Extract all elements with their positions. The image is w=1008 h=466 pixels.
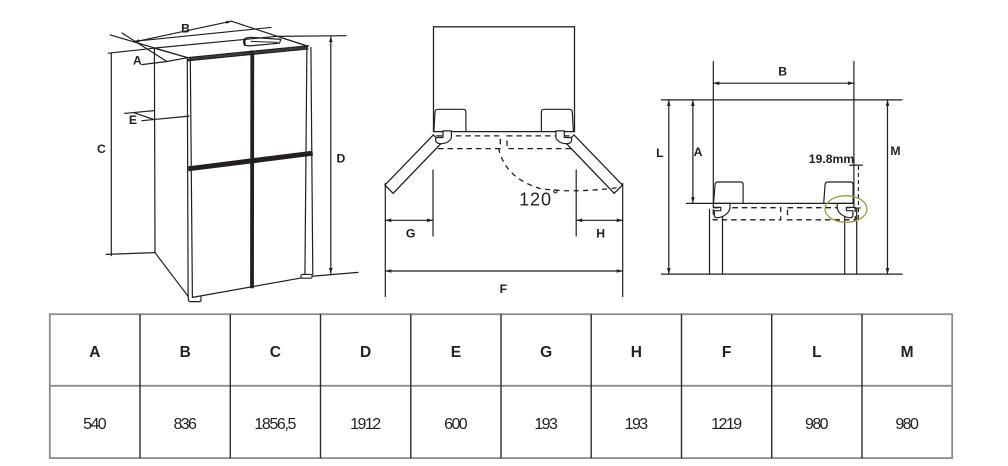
- svg-text:980: 980: [895, 416, 919, 433]
- svg-text:1856,5: 1856,5: [254, 416, 296, 433]
- svg-text:600: 600: [444, 416, 468, 433]
- svg-text:120: 120: [519, 189, 552, 209]
- svg-text:540: 540: [83, 416, 107, 433]
- svg-text:836: 836: [173, 416, 197, 433]
- svg-text:M: M: [890, 144, 900, 158]
- svg-text:193: 193: [625, 416, 649, 433]
- svg-text:D: D: [360, 344, 371, 361]
- svg-text:L: L: [812, 344, 821, 361]
- svg-text:C: C: [270, 344, 281, 361]
- svg-text:H: H: [631, 344, 642, 361]
- svg-text:19.8mm: 19.8mm: [809, 152, 855, 166]
- svg-text:H: H: [596, 226, 605, 240]
- svg-text:980: 980: [805, 416, 829, 433]
- svg-text:G: G: [406, 226, 415, 240]
- svg-text:C: C: [97, 142, 106, 156]
- svg-text:F: F: [500, 282, 507, 296]
- svg-text:B: B: [778, 64, 787, 78]
- svg-text:E: E: [129, 113, 137, 127]
- svg-text:L: L: [656, 146, 664, 160]
- svg-text:1912: 1912: [350, 416, 381, 433]
- svg-text:B: B: [180, 344, 191, 361]
- svg-text:G: G: [540, 344, 552, 361]
- svg-text:D: D: [337, 152, 346, 166]
- svg-text:A: A: [89, 344, 100, 361]
- svg-text:M: M: [901, 344, 914, 361]
- svg-text:F: F: [722, 344, 731, 361]
- svg-text:A: A: [694, 145, 703, 159]
- svg-text:A: A: [133, 54, 142, 68]
- svg-text:193: 193: [534, 416, 558, 433]
- svg-text:B: B: [181, 22, 190, 36]
- svg-text:1219: 1219: [711, 416, 742, 433]
- svg-text:E: E: [451, 344, 461, 361]
